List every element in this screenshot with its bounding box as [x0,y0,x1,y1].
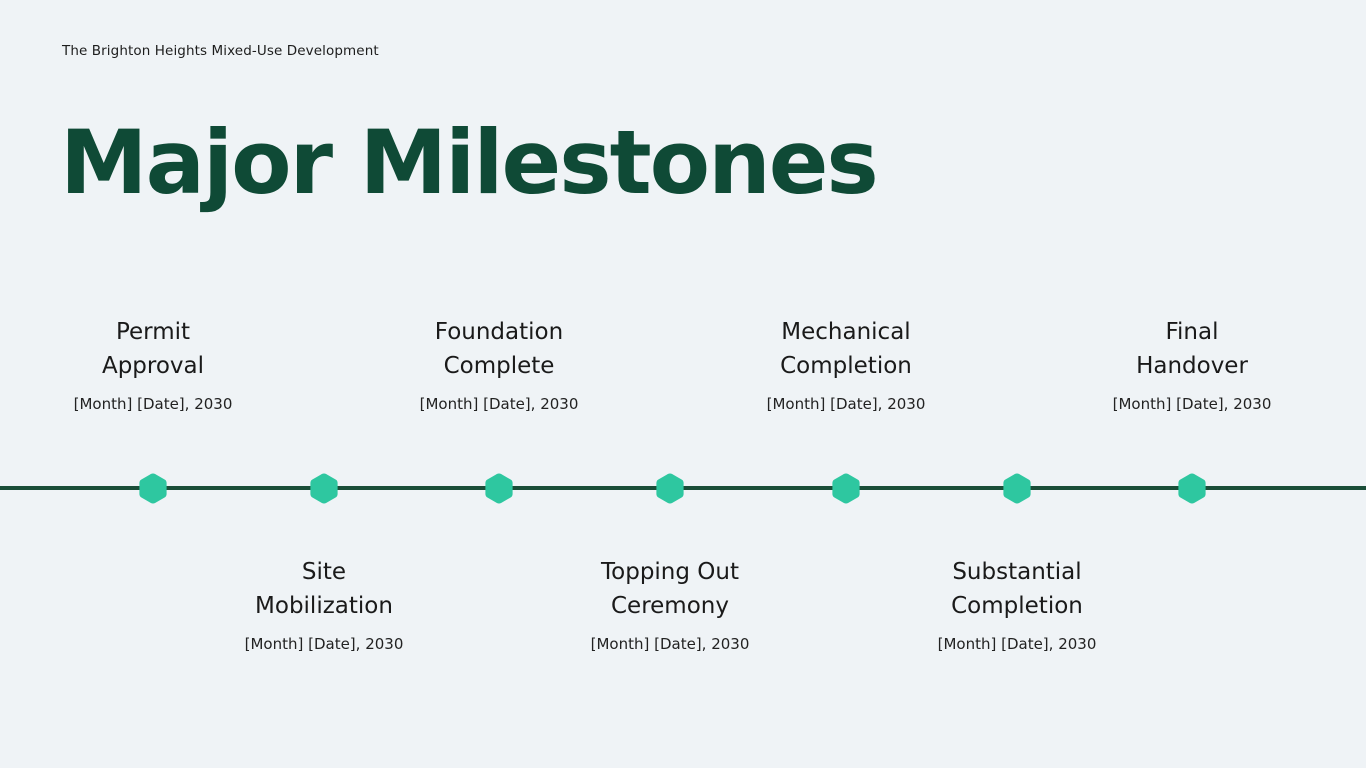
milestone-1: Site Mobilization [Month] [Date], 2030 [204,555,444,654]
milestone-name: Final Handover [1136,319,1248,379]
milestone-name: Mechanical Completion [780,319,912,379]
milestone-date: [Month] [Date], 2030 [590,635,750,653]
milestone-date: [Month] [Date], 2030 [244,635,404,653]
milestone-hexagon-icon [831,472,861,505]
milestone-name: Topping Out Ceremony [601,559,739,619]
milestone-2: Foundation Complete [Month] [Date], 2030 [379,315,619,414]
milestone-hexagon-icon [655,472,685,505]
milestone-hexagon-icon [138,472,168,505]
milestone-5: Substantial Completion [Month] [Date], 20… [897,555,1137,654]
milestone-date: [Month] [Date], 2030 [73,395,233,413]
milestone-0: Permit Approval [Month] [Date], 2030 [33,315,273,414]
milestone-name: Site Mobilization [255,559,393,619]
milestone-hexagon-icon [309,472,339,505]
milestone-date: [Month] [Date], 2030 [419,395,579,413]
milestone-3: Topping Out Ceremony [Month] [Date], 2030 [550,555,790,654]
milestone-date: [Month] [Date], 2030 [1112,395,1272,413]
page-title: Major Milestones [60,111,879,214]
milestone-hexagon-icon [1177,472,1207,505]
milestone-name: Substantial Completion [951,559,1083,619]
milestone-name: Foundation Complete [434,319,564,379]
milestone-date: [Month] [Date], 2030 [766,395,926,413]
milestone-hexagon-icon [1002,472,1032,505]
milestone-date: [Month] [Date], 2030 [937,635,1097,653]
milestone-name: Permit Approval [101,319,205,379]
milestone-4: Mechanical Completion [Month] [Date], 203… [726,315,966,414]
presentation-subtitle: The Brighton Heights Mixed-Use Developme… [62,43,379,59]
milestone-6: Final Handover [Month] [Date], 2030 [1072,315,1312,414]
milestone-hexagon-icon [484,472,514,505]
